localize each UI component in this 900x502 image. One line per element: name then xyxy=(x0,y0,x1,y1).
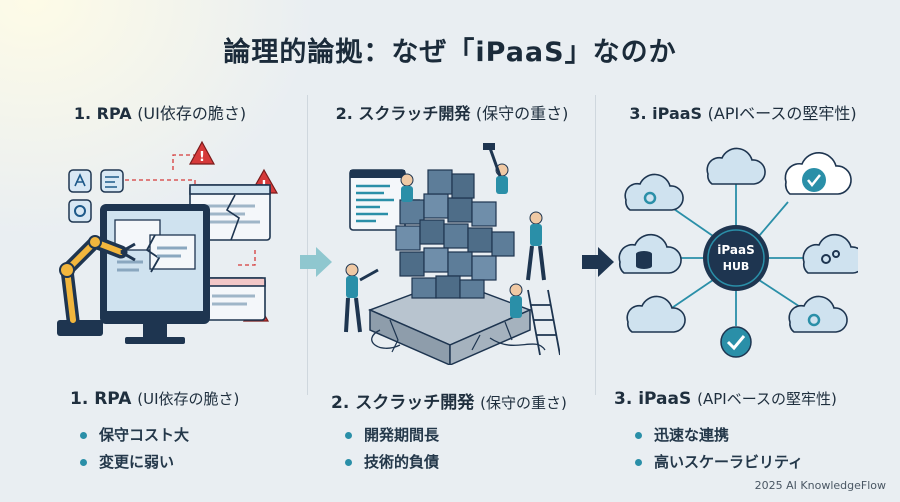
bullet-text: 迅速な連携 xyxy=(654,426,730,444)
column-header-ipaas: 3. iPaaS (APIベースの堅牢性) xyxy=(603,100,883,124)
rpa-bullet-list: 保守コスト大 変更に弱い xyxy=(80,422,189,476)
bullet-dot-icon xyxy=(635,459,642,466)
cloud-settings-icon xyxy=(788,295,848,333)
column-divider xyxy=(595,95,596,395)
rpa-summary-title: 1. RPA (UI依存の脆さ) xyxy=(70,388,239,409)
app-window-icon xyxy=(100,169,124,193)
column-divider xyxy=(307,95,308,395)
cloud-icon xyxy=(706,147,766,185)
scratch-development-illustration xyxy=(344,143,560,365)
summary-title-sub: (APIベースの堅牢性) xyxy=(697,390,837,408)
ipaas-bullet-list: 迅速な連携 高いスケーラビリティ xyxy=(635,422,803,476)
bullet-text: 開発期間長 xyxy=(364,426,440,444)
hub-label: HUB xyxy=(723,260,750,273)
summary-title-main: 3. iPaaS xyxy=(614,389,698,409)
list-item: 変更に弱い xyxy=(80,449,189,476)
list-item: 技術的負債 xyxy=(345,449,439,476)
database-icon xyxy=(618,233,682,274)
bullet-text: 高いスケーラビリティ xyxy=(654,453,804,471)
bullet-text: 変更に弱い xyxy=(99,453,175,471)
list-item: 迅速な連携 xyxy=(635,422,803,449)
list-item: 高いスケーラビリティ xyxy=(635,449,803,476)
ladder-icon xyxy=(527,289,560,356)
column-header-main: 1. RPA xyxy=(73,104,138,123)
ipaas-hub-illustration: iPaaS HUB xyxy=(618,147,858,358)
scratch-summary-title: 2. スクラッチ開発 (保守の重さ) xyxy=(331,388,567,413)
rpa-illustration: ! ! ! xyxy=(57,140,279,344)
hub-label: iPaaS xyxy=(717,243,754,257)
bullet-dot-icon xyxy=(80,432,87,439)
bullet-dot-icon xyxy=(345,432,352,439)
summary-title-main: 2. スクラッチ開発 xyxy=(331,393,481,413)
list-item: 保守コスト大 xyxy=(80,422,189,449)
cloud-icon xyxy=(626,295,686,333)
column-header-scratch: 2. スクラッチ開発 (保守の重さ) xyxy=(312,100,592,124)
check-icon xyxy=(720,326,752,358)
summary-title-sub: (UI依存の脆さ) xyxy=(137,390,240,408)
summary-title-main: 1. RPA xyxy=(70,389,138,409)
cloud-check-icon xyxy=(784,152,852,195)
footer-credit: 2025 AI KnowledgeFlow xyxy=(754,479,886,492)
column-header-main: 3. iPaaS xyxy=(629,104,708,123)
developer-figure xyxy=(400,173,414,202)
column-header-sub: (保守の重さ) xyxy=(475,104,569,123)
right-arrow-icon xyxy=(582,247,614,277)
cloud-settings-icon xyxy=(624,173,684,211)
bullet-dot-icon xyxy=(80,459,87,466)
developer-figure xyxy=(344,263,379,333)
column-header-rpa: 1. RPA (UI依存の脆さ) xyxy=(20,100,300,124)
ipaas-summary-title: 3. iPaaS (APIベースの堅牢性) xyxy=(614,388,837,409)
bullet-dot-icon xyxy=(345,459,352,466)
right-arrow-icon xyxy=(300,247,332,277)
column-header-main: 2. スクラッチ開発 xyxy=(335,104,476,123)
code-window-icon xyxy=(349,169,406,231)
developer-figure xyxy=(483,143,509,194)
developer-figure xyxy=(526,211,546,281)
column-header-sub: (APIベースの堅牢性) xyxy=(707,104,857,123)
cloud-gears-icon xyxy=(802,233,858,274)
list-item: 開発期間長 xyxy=(345,422,439,449)
page-title: 論理的論拠：なぜ「iPaaS」なのか xyxy=(223,37,677,68)
scratch-bullet-list: 開発期間長 技術的負債 xyxy=(345,422,439,476)
bullet-text: 技術的負債 xyxy=(364,453,440,471)
settings-app-icon xyxy=(68,199,92,223)
app-store-icon xyxy=(68,169,92,193)
column-header-sub: (UI依存の脆さ) xyxy=(137,104,247,123)
bullet-text: 保守コスト大 xyxy=(99,426,190,444)
svg-text:!: ! xyxy=(199,150,205,165)
robot-arm-icon xyxy=(57,235,136,336)
warning-icon: ! xyxy=(188,140,216,165)
summary-title-sub: (保守の重さ) xyxy=(480,394,567,412)
developer-figure xyxy=(509,283,523,318)
ipaas-hub: iPaaS HUB xyxy=(703,225,769,291)
bullet-dot-icon xyxy=(635,432,642,439)
